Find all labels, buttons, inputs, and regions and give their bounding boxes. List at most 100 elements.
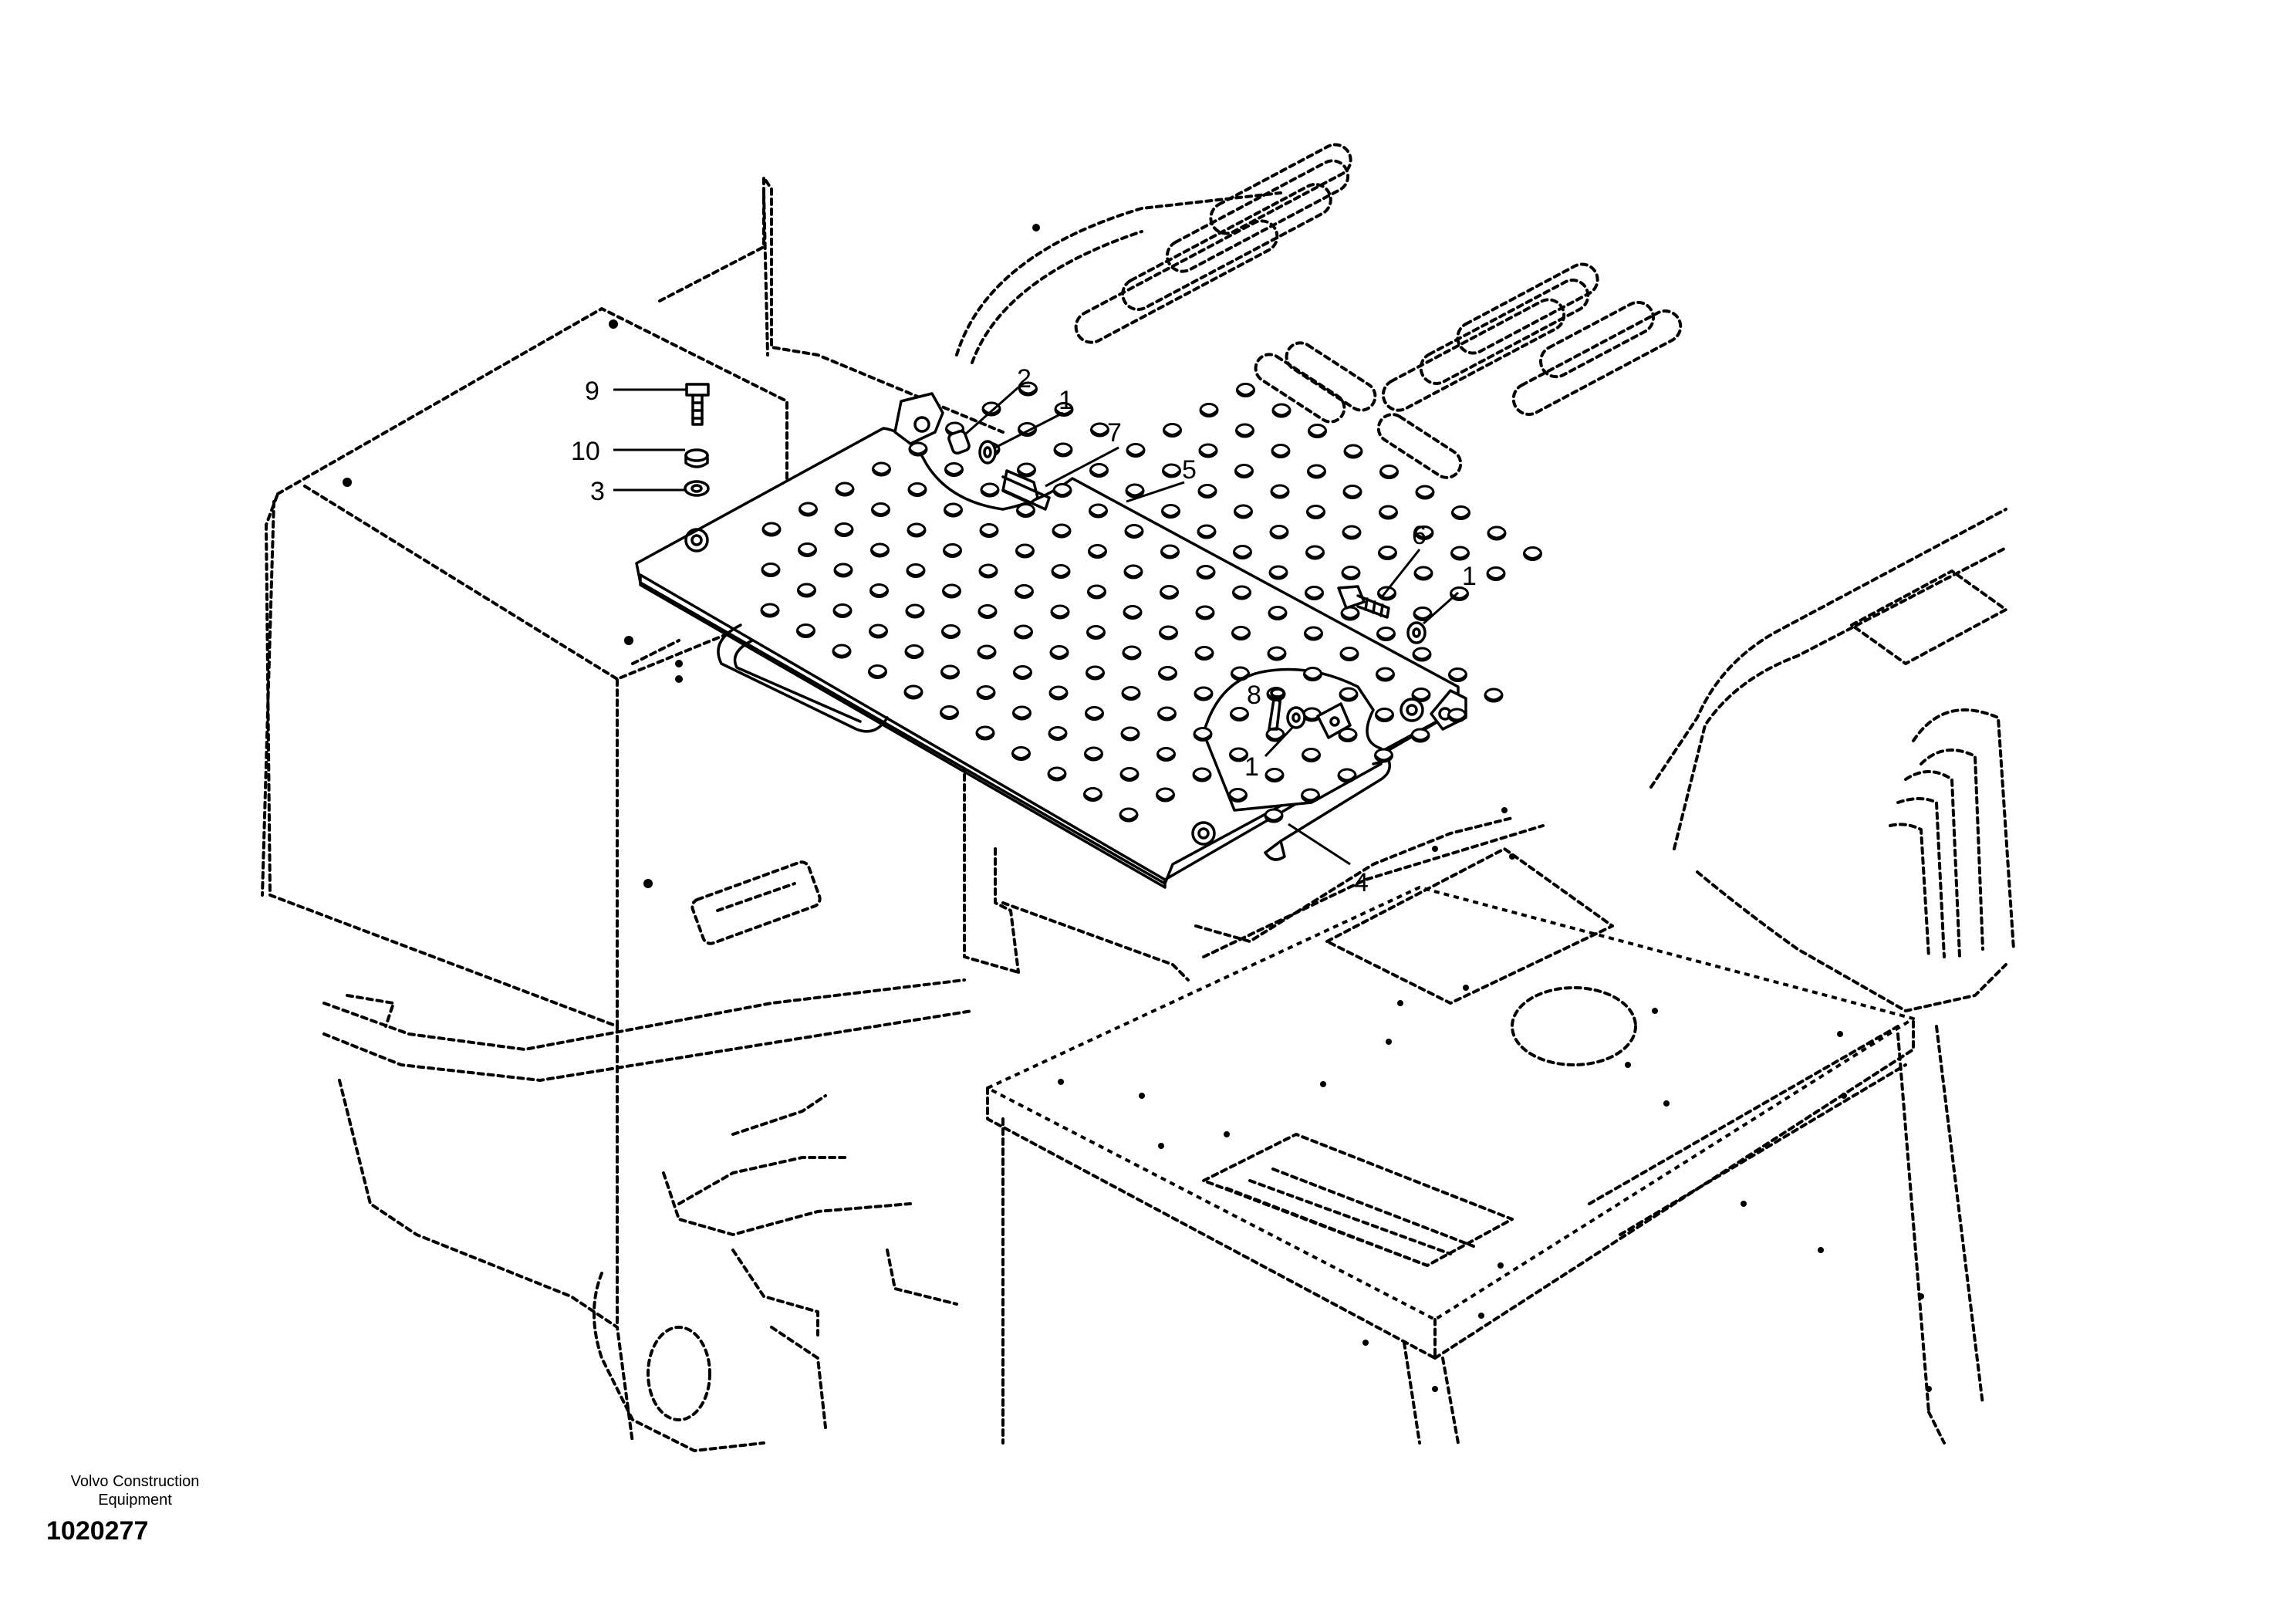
perforation-shadow	[835, 488, 855, 495]
perforation-shadow	[798, 549, 817, 556]
perforation-shadow	[1228, 794, 1248, 801]
perforation-shadow	[1084, 752, 1103, 760]
perforation-shadow	[1450, 552, 1470, 559]
plate-perforations	[760, 381, 1542, 823]
perforation-shadow	[1415, 491, 1435, 498]
perforation-shadow	[1450, 593, 1469, 600]
perforation-shadow	[908, 448, 928, 455]
perforation-shadow	[942, 590, 961, 597]
left-box-marks	[343, 224, 1040, 888]
callout-9: 9	[585, 377, 599, 406]
perforation-shadow	[1014, 630, 1033, 638]
perforation-shadow	[1088, 550, 1107, 557]
figure-number: 1020277	[46, 1516, 149, 1546]
perforation-shadow	[940, 711, 959, 718]
perforation-shadow	[871, 509, 890, 515]
perforation-shadow	[1487, 532, 1507, 539]
perforation-shadow	[1379, 471, 1399, 478]
perforation-shadow	[799, 508, 818, 515]
perforation-shadow	[1447, 714, 1467, 721]
machine-background	[261, 143, 2015, 1452]
perforation-shadow	[1162, 469, 1181, 477]
perforation-shadow	[1301, 794, 1320, 802]
perforation-shadow	[944, 468, 964, 475]
perforation-shadow	[907, 529, 927, 536]
leader-lines	[613, 386, 1459, 866]
perforation-shadow	[1156, 793, 1175, 801]
bracket-icon	[1316, 702, 1352, 739]
perforation-shadow	[1376, 673, 1395, 681]
perforation-shadow	[1089, 469, 1109, 476]
perforation-shadow	[1486, 573, 1506, 580]
callouts: 9 10 3 2 1 7 5 6 1 8 1 4	[571, 364, 1477, 897]
spacer-2-icon	[947, 429, 971, 455]
perforation-shadow	[1049, 651, 1069, 658]
callout-1-upper: 1	[1059, 386, 1073, 415]
perforation-shadow	[1194, 652, 1214, 659]
perforation-shadow	[1194, 692, 1214, 700]
callout-2: 2	[1017, 364, 1032, 394]
perforation-shadow	[1048, 732, 1068, 739]
perforation-shadow	[872, 468, 891, 475]
perforation-shadow	[1379, 511, 1398, 519]
perforation-shadow	[1121, 692, 1141, 699]
perforation-shadow	[1051, 570, 1071, 577]
perforation-shadow	[1086, 671, 1105, 679]
perforation-shadow	[1264, 814, 1284, 822]
perforation-shadow	[1448, 674, 1467, 681]
perforation-shadow	[1015, 590, 1034, 597]
perforation-shadow	[1231, 672, 1250, 680]
perforation-shadow	[1339, 653, 1359, 660]
perforation-shadow	[1160, 550, 1180, 558]
perforation-shadow	[1160, 591, 1179, 598]
perforation-shadow	[1451, 512, 1470, 519]
perforation-shadow	[1016, 509, 1035, 516]
washer-1-right-icon	[1406, 621, 1427, 644]
callout-7: 7	[1107, 418, 1122, 448]
perforation-shadow	[1230, 713, 1249, 720]
perforation-shadow	[1050, 610, 1070, 618]
perforation-shadow	[1343, 450, 1363, 458]
perforation-shadow	[1163, 429, 1182, 436]
perforation-shadow	[1193, 733, 1213, 740]
perforation-shadow	[834, 529, 854, 536]
perforation-shadow	[1267, 652, 1287, 660]
washer-1-upper-icon	[978, 440, 997, 465]
perforation-shadow	[1271, 409, 1292, 417]
perforation-shadow	[978, 569, 998, 577]
callout-5: 5	[1182, 455, 1197, 485]
perforation-shadow	[979, 529, 999, 536]
perforation-shadow	[1376, 633, 1396, 640]
perforation-shadow	[1018, 428, 1037, 435]
perforation-shadow	[797, 589, 816, 596]
bolt-6-icon	[1337, 585, 1390, 619]
perforation-shadow	[1015, 549, 1035, 557]
perforation-shadow	[1048, 691, 1069, 699]
perforation-shadow	[1307, 470, 1326, 478]
perforation-shadow	[1123, 570, 1143, 578]
perforation-shadow	[1089, 509, 1108, 517]
perforation-shadow	[1087, 590, 1106, 598]
perforation-shadow	[1017, 468, 1036, 476]
publisher-line-1: Volvo Construction	[70, 1473, 200, 1490]
perforation-shadow	[1197, 490, 1217, 497]
perforation-shadow	[1125, 489, 1145, 497]
perforation-shadow	[1126, 449, 1146, 456]
step-plate	[635, 392, 1467, 889]
perforation-shadow	[1198, 449, 1218, 457]
perforation-shadow	[1123, 611, 1143, 618]
perforation-shadow	[1269, 531, 1289, 538]
perforation-shadow	[1052, 529, 1072, 537]
callout-8: 8	[1247, 681, 1261, 710]
perforation-shadow	[977, 650, 997, 658]
platform-bolts	[1058, 807, 1932, 1392]
perforation-shadow	[1122, 651, 1142, 659]
perforation-shadow	[1341, 572, 1361, 579]
perforation-shadow	[1159, 631, 1178, 639]
perforation-shadow	[1047, 772, 1067, 780]
bolt-7-icon	[1001, 469, 1051, 511]
perforation-shadow	[1083, 793, 1102, 800]
perforation-shadow	[1124, 530, 1144, 537]
bolt-9-icon	[685, 383, 710, 426]
perforation-shadow	[1374, 754, 1393, 762]
